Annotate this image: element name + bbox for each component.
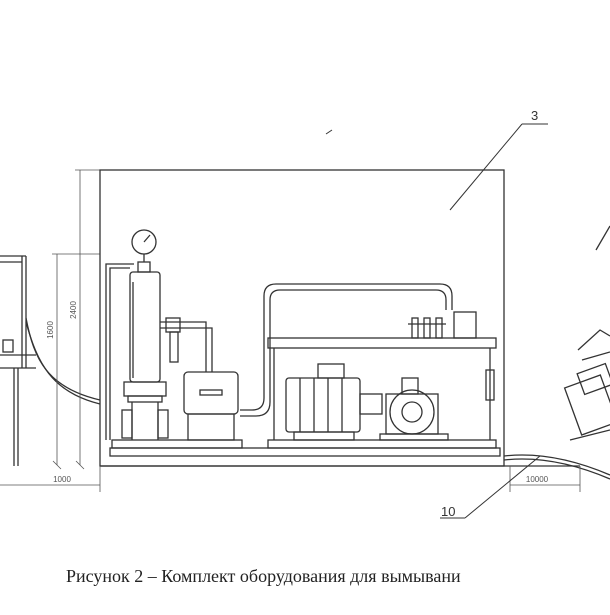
filter-column xyxy=(121,229,169,440)
height-large-label: 2400 xyxy=(69,301,78,319)
transfer-pipe xyxy=(240,283,453,417)
left-rack xyxy=(0,255,36,466)
valve-block xyxy=(408,311,477,339)
electric-motor xyxy=(285,363,383,441)
height-dimension-lines xyxy=(52,169,100,470)
height-small-label: 1600 xyxy=(46,321,55,339)
callout-3: 3 xyxy=(531,108,538,123)
tank-table xyxy=(267,337,497,440)
leader-line-10 xyxy=(464,455,541,519)
leader-line-3 xyxy=(449,123,523,211)
width-left-label: 1000 xyxy=(53,475,71,484)
right-nozzle-unit xyxy=(563,225,610,441)
pump-unit xyxy=(379,377,449,441)
figure-caption: Рисунок 2 – Комплект оборудования для вы… xyxy=(66,566,461,586)
width-right-label: 10000 xyxy=(526,475,549,484)
callout-10: 10 xyxy=(441,504,455,519)
pump-vessel xyxy=(160,317,239,441)
width-dimension-lines xyxy=(0,466,581,492)
base-platform xyxy=(109,439,501,457)
